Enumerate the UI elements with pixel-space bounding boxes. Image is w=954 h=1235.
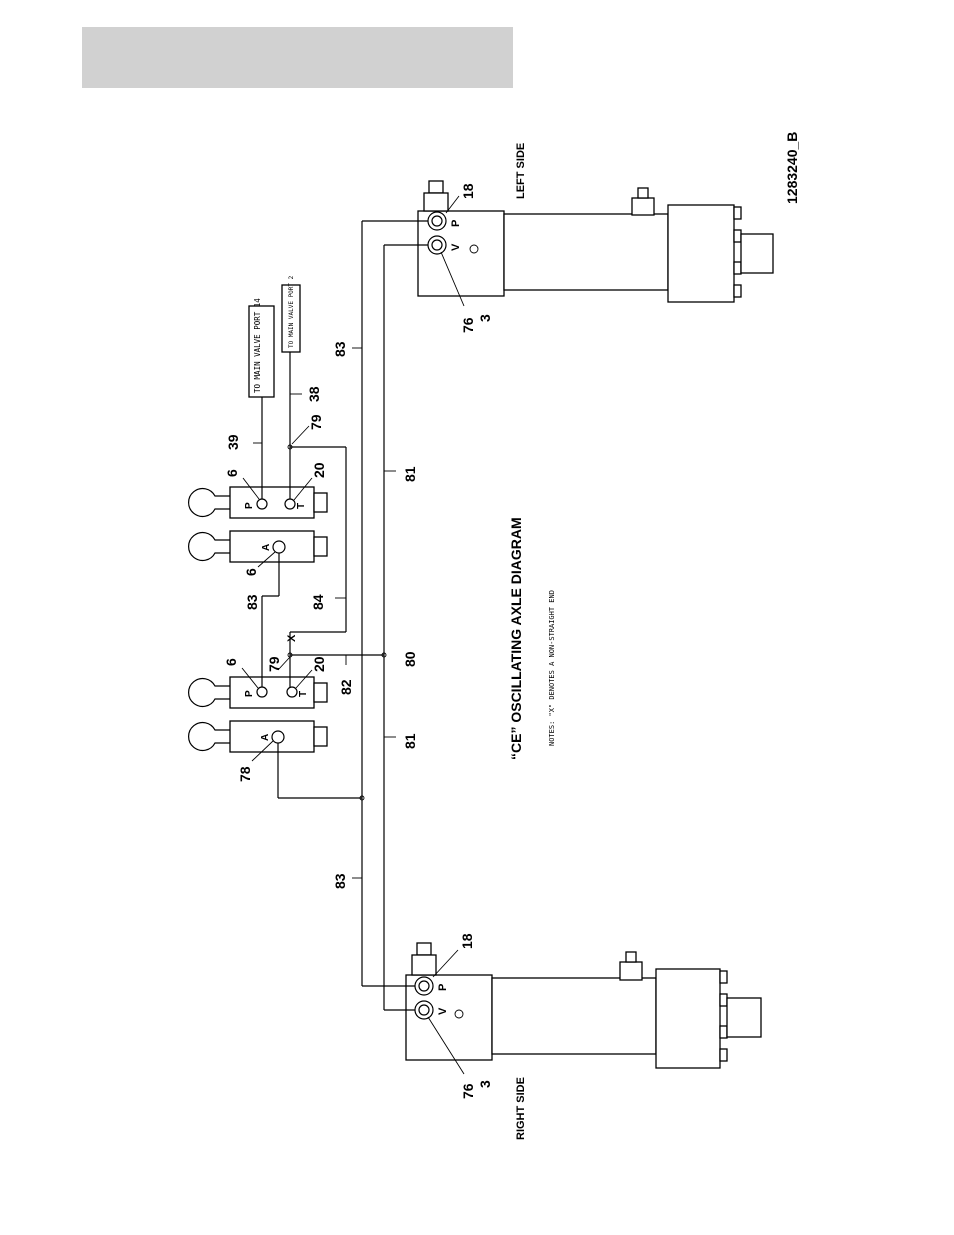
valve-3-handle [189,533,230,561]
svg-text:P: P [244,502,255,509]
x-mark: X [286,634,298,642]
main-valve-port2-label: TO MAIN VALVE PORT 2 [288,275,295,348]
hose-39: 39 [225,434,241,450]
hose-83-center: 83 [244,594,260,610]
hose-79-top: 79 [308,414,324,430]
hose-83-bottom: 83 [332,873,348,889]
right-cylinder-bleed-screw [417,943,431,955]
valve-3-callout: 6 [243,568,259,576]
right-cylinder-fitting [412,955,436,975]
left-callout-3: 3 [477,314,493,322]
diagram-note: NOTES: "X" DENOTES A NON-STRAIGHT END [548,590,556,746]
hose-83-top: 83 [332,341,348,357]
valve-4-callout-t: 20 [311,462,327,478]
hose-79-bottom: 79 [266,656,282,672]
left-cylinder-fitting [424,193,448,211]
valve-4-handle [189,489,230,517]
hose-network [253,221,428,1010]
right-callout-3: 3 [477,1080,493,1088]
right-cylinder-breather [620,962,642,980]
valve-3-body [230,531,314,562]
drawing-number: 1283240_B [784,132,800,204]
left-cylinder-breather [632,198,654,215]
svg-text:T: T [298,691,309,697]
valve-1: A [189,721,327,752]
left-callout-76: 76 [460,317,476,333]
left-cylinder-barrel [504,214,668,290]
right-cylinder-barrel [492,978,656,1054]
valve-2-handle [189,679,230,707]
right-cylinder: P V [406,943,761,1068]
valve-1-callout: 78 [237,766,253,782]
left-port-p-label: P [450,220,462,227]
left-port-v-label: V [450,243,462,251]
right-port-v-label: V [437,1007,449,1015]
hose-82: 82 [338,679,354,695]
valve-1-handle [189,723,230,751]
hose-84: 84 [310,594,326,610]
left-cylinder-rod-end [741,234,773,273]
hose-81-top: 81 [402,466,418,482]
valve-2-callout-p: 6 [223,658,239,666]
hose-38: 38 [306,386,322,402]
hose-80: 80 [402,651,418,667]
right-cylinder-rod-end [727,998,761,1037]
right-port-p-label: P [437,984,449,991]
right-callout-18: 18 [459,933,475,949]
svg-text:T: T [296,503,307,509]
right-callout-76: 76 [460,1083,476,1099]
svg-text:A: A [261,544,272,551]
left-side-label: LEFT SIDE [515,143,527,199]
diagram-title: “CE” OSCILLATING AXLE DIAGRAM [508,517,524,760]
valve-2-callout-t: 20 [311,656,327,672]
svg-text:A: A [260,734,271,741]
valve-3: A [189,531,327,562]
right-cylinder-head [656,969,720,1068]
valve-4: P T [189,487,327,518]
right-side-label: RIGHT SIDE [515,1077,527,1140]
valve-4-callout-p: 6 [224,469,240,477]
left-cylinder-head [668,205,734,302]
valve-2: P T [189,677,327,708]
svg-text:P: P [244,690,255,697]
hose-81-bottom: 81 [402,733,418,749]
left-cylinder-bleed-screw [429,181,443,193]
left-callout-18: 18 [460,183,476,199]
main-valve-port14-label: TO MAIN VALVE PORT 14 [253,298,262,393]
